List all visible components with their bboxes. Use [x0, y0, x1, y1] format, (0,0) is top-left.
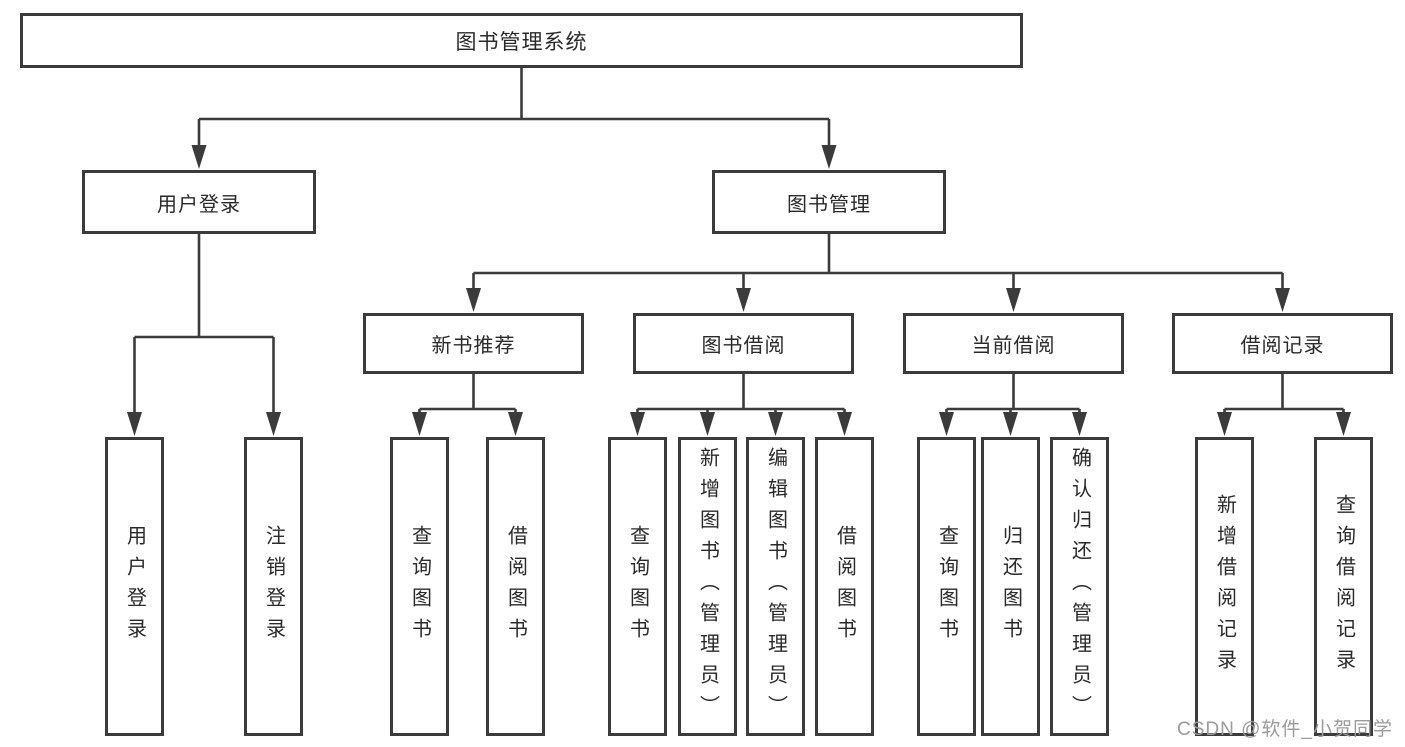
leaf-label: 查询借阅记录	[1332, 493, 1355, 680]
arrow-down-icon	[1006, 288, 1021, 312]
leaf-borrow-books: 借阅图书	[815, 437, 874, 736]
leaf-edit-books-admin: 编辑图书（管理员）	[746, 437, 805, 736]
node-book-management: 图书管理	[712, 170, 946, 234]
leaf-logout: 注销登录	[244, 437, 303, 736]
leaf-label: 编辑图书（管理员）	[764, 447, 787, 726]
node-borrowing-records: 借阅记录	[1172, 313, 1393, 374]
leaf-label: 查询图书	[408, 524, 431, 649]
arrow-down-icon	[1275, 288, 1290, 312]
arrow-down-icon	[1217, 412, 1232, 436]
node-user-login: 用户登录	[82, 170, 316, 234]
leaf-label: 新增图书（管理员）	[696, 447, 719, 726]
leaf-query-books-current: 查询图书	[917, 437, 976, 736]
arrow-down-icon	[412, 412, 427, 436]
arrow-down-icon	[768, 412, 783, 436]
leaf-label: 注销登录	[262, 524, 285, 649]
arrow-down-icon	[736, 288, 751, 312]
leaf-label: 借阅图书	[833, 524, 856, 649]
leaf-label: 借阅图书	[504, 524, 527, 649]
leaf-query-books-recommend: 查询图书	[390, 437, 449, 736]
arrow-down-icon	[630, 412, 645, 436]
arrow-down-icon	[700, 412, 715, 436]
arrow-down-icon	[466, 288, 481, 312]
arrow-down-icon	[837, 412, 852, 436]
leaf-query-books-borrow: 查询图书	[608, 437, 667, 736]
leaf-label: 新增借阅记录	[1213, 493, 1236, 680]
connector-book-mgmt-to-level3	[472, 233, 1284, 292]
arrow-down-icon	[939, 412, 954, 436]
arrow-down-icon	[1336, 412, 1351, 436]
connector-user-login-to-leaves	[133, 233, 275, 415]
leaf-add-books-admin: 新增图书（管理员）	[678, 437, 737, 736]
node-current-borrowing: 当前借阅	[903, 313, 1124, 374]
connector-records-to-leaves	[1223, 374, 1345, 415]
arrow-down-icon	[508, 412, 523, 436]
connector-new-books-to-leaves	[418, 374, 517, 415]
node-book-borrowing: 图书借阅	[633, 313, 854, 374]
csdn-watermark: CSDN @软件_小贺同学	[1177, 719, 1393, 740]
leaf-return-books: 归还图书	[981, 437, 1040, 736]
connector-borrow-to-leaves	[636, 374, 846, 415]
arrowheads	[127, 145, 1351, 436]
arrow-down-icon	[1072, 412, 1087, 436]
leaf-label: 归还图书	[999, 524, 1022, 649]
leaf-label: 确认归还（管理员）	[1068, 447, 1091, 726]
leaf-user-login: 用户登录	[105, 437, 164, 736]
node-new-book-recommendation: 新书推荐	[363, 313, 584, 374]
arrow-down-icon	[1003, 412, 1018, 436]
connector-current-to-leaves	[945, 374, 1081, 415]
leaf-confirm-return-admin: 确认归还（管理员）	[1050, 437, 1109, 736]
leaf-label: 用户登录	[123, 524, 146, 649]
connector-root-to-level2	[197, 66, 831, 150]
arrow-down-icon	[191, 145, 207, 169]
arrow-down-icon	[127, 412, 142, 436]
arrow-down-icon	[266, 412, 281, 436]
leaf-borrow-books-recommend: 借阅图书	[486, 437, 545, 736]
leaf-query-borrow-record: 查询借阅记录	[1314, 437, 1373, 736]
leaf-label: 查询图书	[935, 524, 958, 649]
arrow-down-icon	[821, 145, 837, 169]
node-root-system: 图书管理系统	[20, 13, 1023, 68]
leaf-label: 查询图书	[626, 524, 649, 649]
leaf-add-borrow-record: 新增借阅记录	[1195, 437, 1254, 736]
